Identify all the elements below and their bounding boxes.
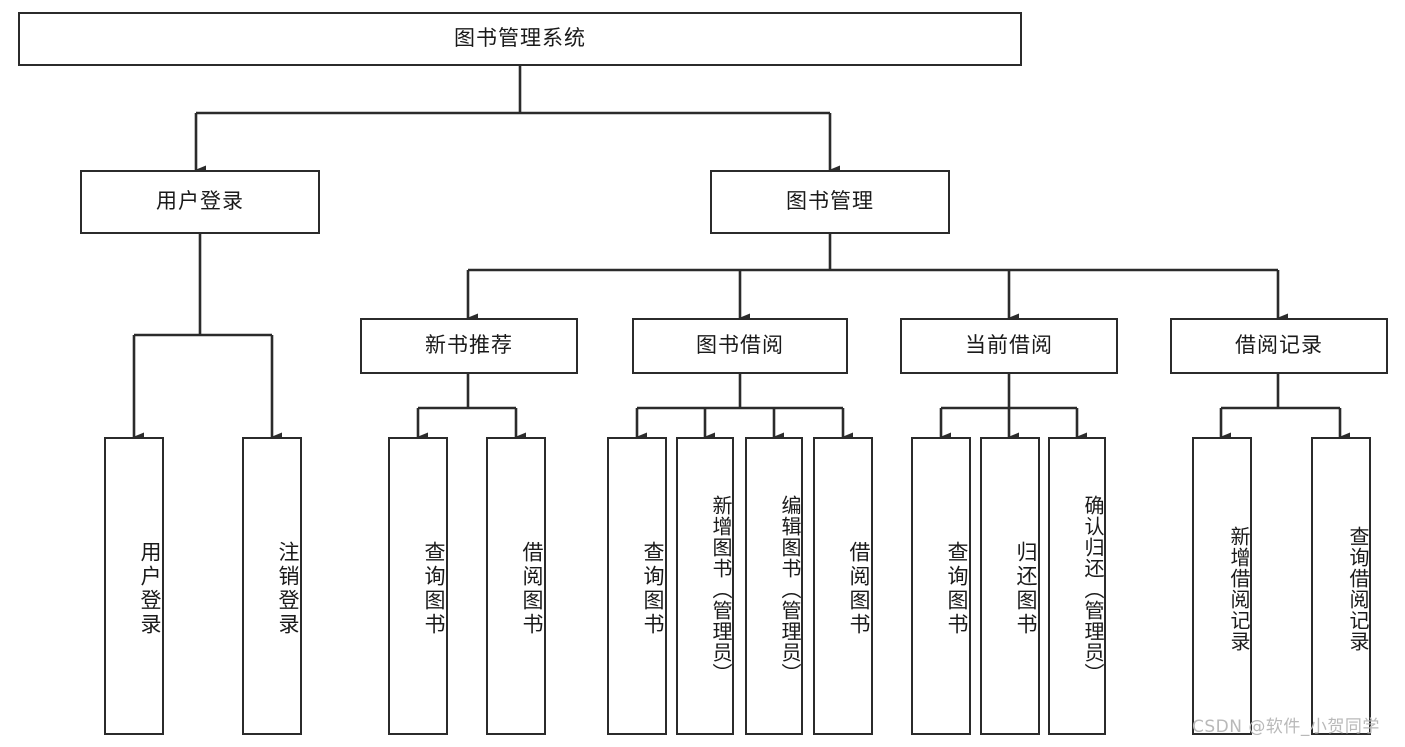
leaf-add-book-label: 新增图书（管理员） — [709, 494, 733, 684]
node-current-borrow-label: 当前借阅 — [965, 333, 1053, 358]
leaf-borrow-book-2-label: 借阅图书 — [847, 541, 871, 637]
node-borrow-record-label: 借阅记录 — [1235, 333, 1323, 358]
node-current-borrow[interactable]: 当前借阅 — [900, 318, 1118, 374]
leaf-return-book-label: 归还图书 — [1014, 541, 1038, 637]
node-book-management-label: 图书管理 — [786, 189, 874, 214]
leaf-query-book-3[interactable]: 查询图书 — [911, 437, 971, 735]
leaf-confirm-return-label: 确认归还（管理员） — [1081, 494, 1105, 684]
leaf-logout-login[interactable]: 注销登录 — [242, 437, 302, 735]
leaf-user-login-label: 用户登录 — [138, 541, 162, 637]
leaf-edit-book-label: 编辑图书（管理员） — [778, 494, 802, 684]
leaf-edit-book[interactable]: 编辑图书（管理员） — [745, 437, 803, 735]
node-book-borrow[interactable]: 图书借阅 — [632, 318, 848, 374]
node-new-book-recommend[interactable]: 新书推荐 — [360, 318, 578, 374]
leaf-query-book-2-label: 查询图书 — [641, 541, 665, 637]
node-root-label: 图书管理系统 — [454, 26, 586, 51]
leaf-add-record-label: 新增借阅记录 — [1227, 526, 1251, 652]
leaf-borrow-book-1-label: 借阅图书 — [520, 541, 544, 637]
node-new-book-recommend-label: 新书推荐 — [425, 333, 513, 358]
leaf-confirm-return[interactable]: 确认归还（管理员） — [1048, 437, 1106, 735]
leaf-query-record-label: 查询借阅记录 — [1346, 526, 1370, 652]
node-user-login-label: 用户登录 — [156, 189, 244, 214]
leaf-user-login[interactable]: 用户登录 — [104, 437, 164, 735]
csdn-watermark: CSDN @软件_小贺同学 — [1192, 717, 1380, 737]
leaf-add-book[interactable]: 新增图书（管理员） — [676, 437, 734, 735]
leaf-query-book-1[interactable]: 查询图书 — [388, 437, 448, 735]
node-user-login[interactable]: 用户登录 — [80, 170, 320, 234]
node-book-borrow-label: 图书借阅 — [696, 333, 784, 358]
leaf-borrow-book-2[interactable]: 借阅图书 — [813, 437, 873, 735]
leaf-borrow-book-1[interactable]: 借阅图书 — [486, 437, 546, 735]
leaf-return-book[interactable]: 归还图书 — [980, 437, 1040, 735]
leaf-query-record[interactable]: 查询借阅记录 — [1311, 437, 1371, 735]
leaf-add-record[interactable]: 新增借阅记录 — [1192, 437, 1252, 735]
leaf-query-book-3-label: 查询图书 — [945, 541, 969, 637]
node-root[interactable]: 图书管理系统 — [18, 12, 1022, 66]
leaf-query-book-2[interactable]: 查询图书 — [607, 437, 667, 735]
leaf-logout-login-label: 注销登录 — [276, 541, 300, 637]
node-book-management[interactable]: 图书管理 — [710, 170, 950, 234]
leaf-query-book-1-label: 查询图书 — [422, 541, 446, 637]
node-borrow-record[interactable]: 借阅记录 — [1170, 318, 1388, 374]
